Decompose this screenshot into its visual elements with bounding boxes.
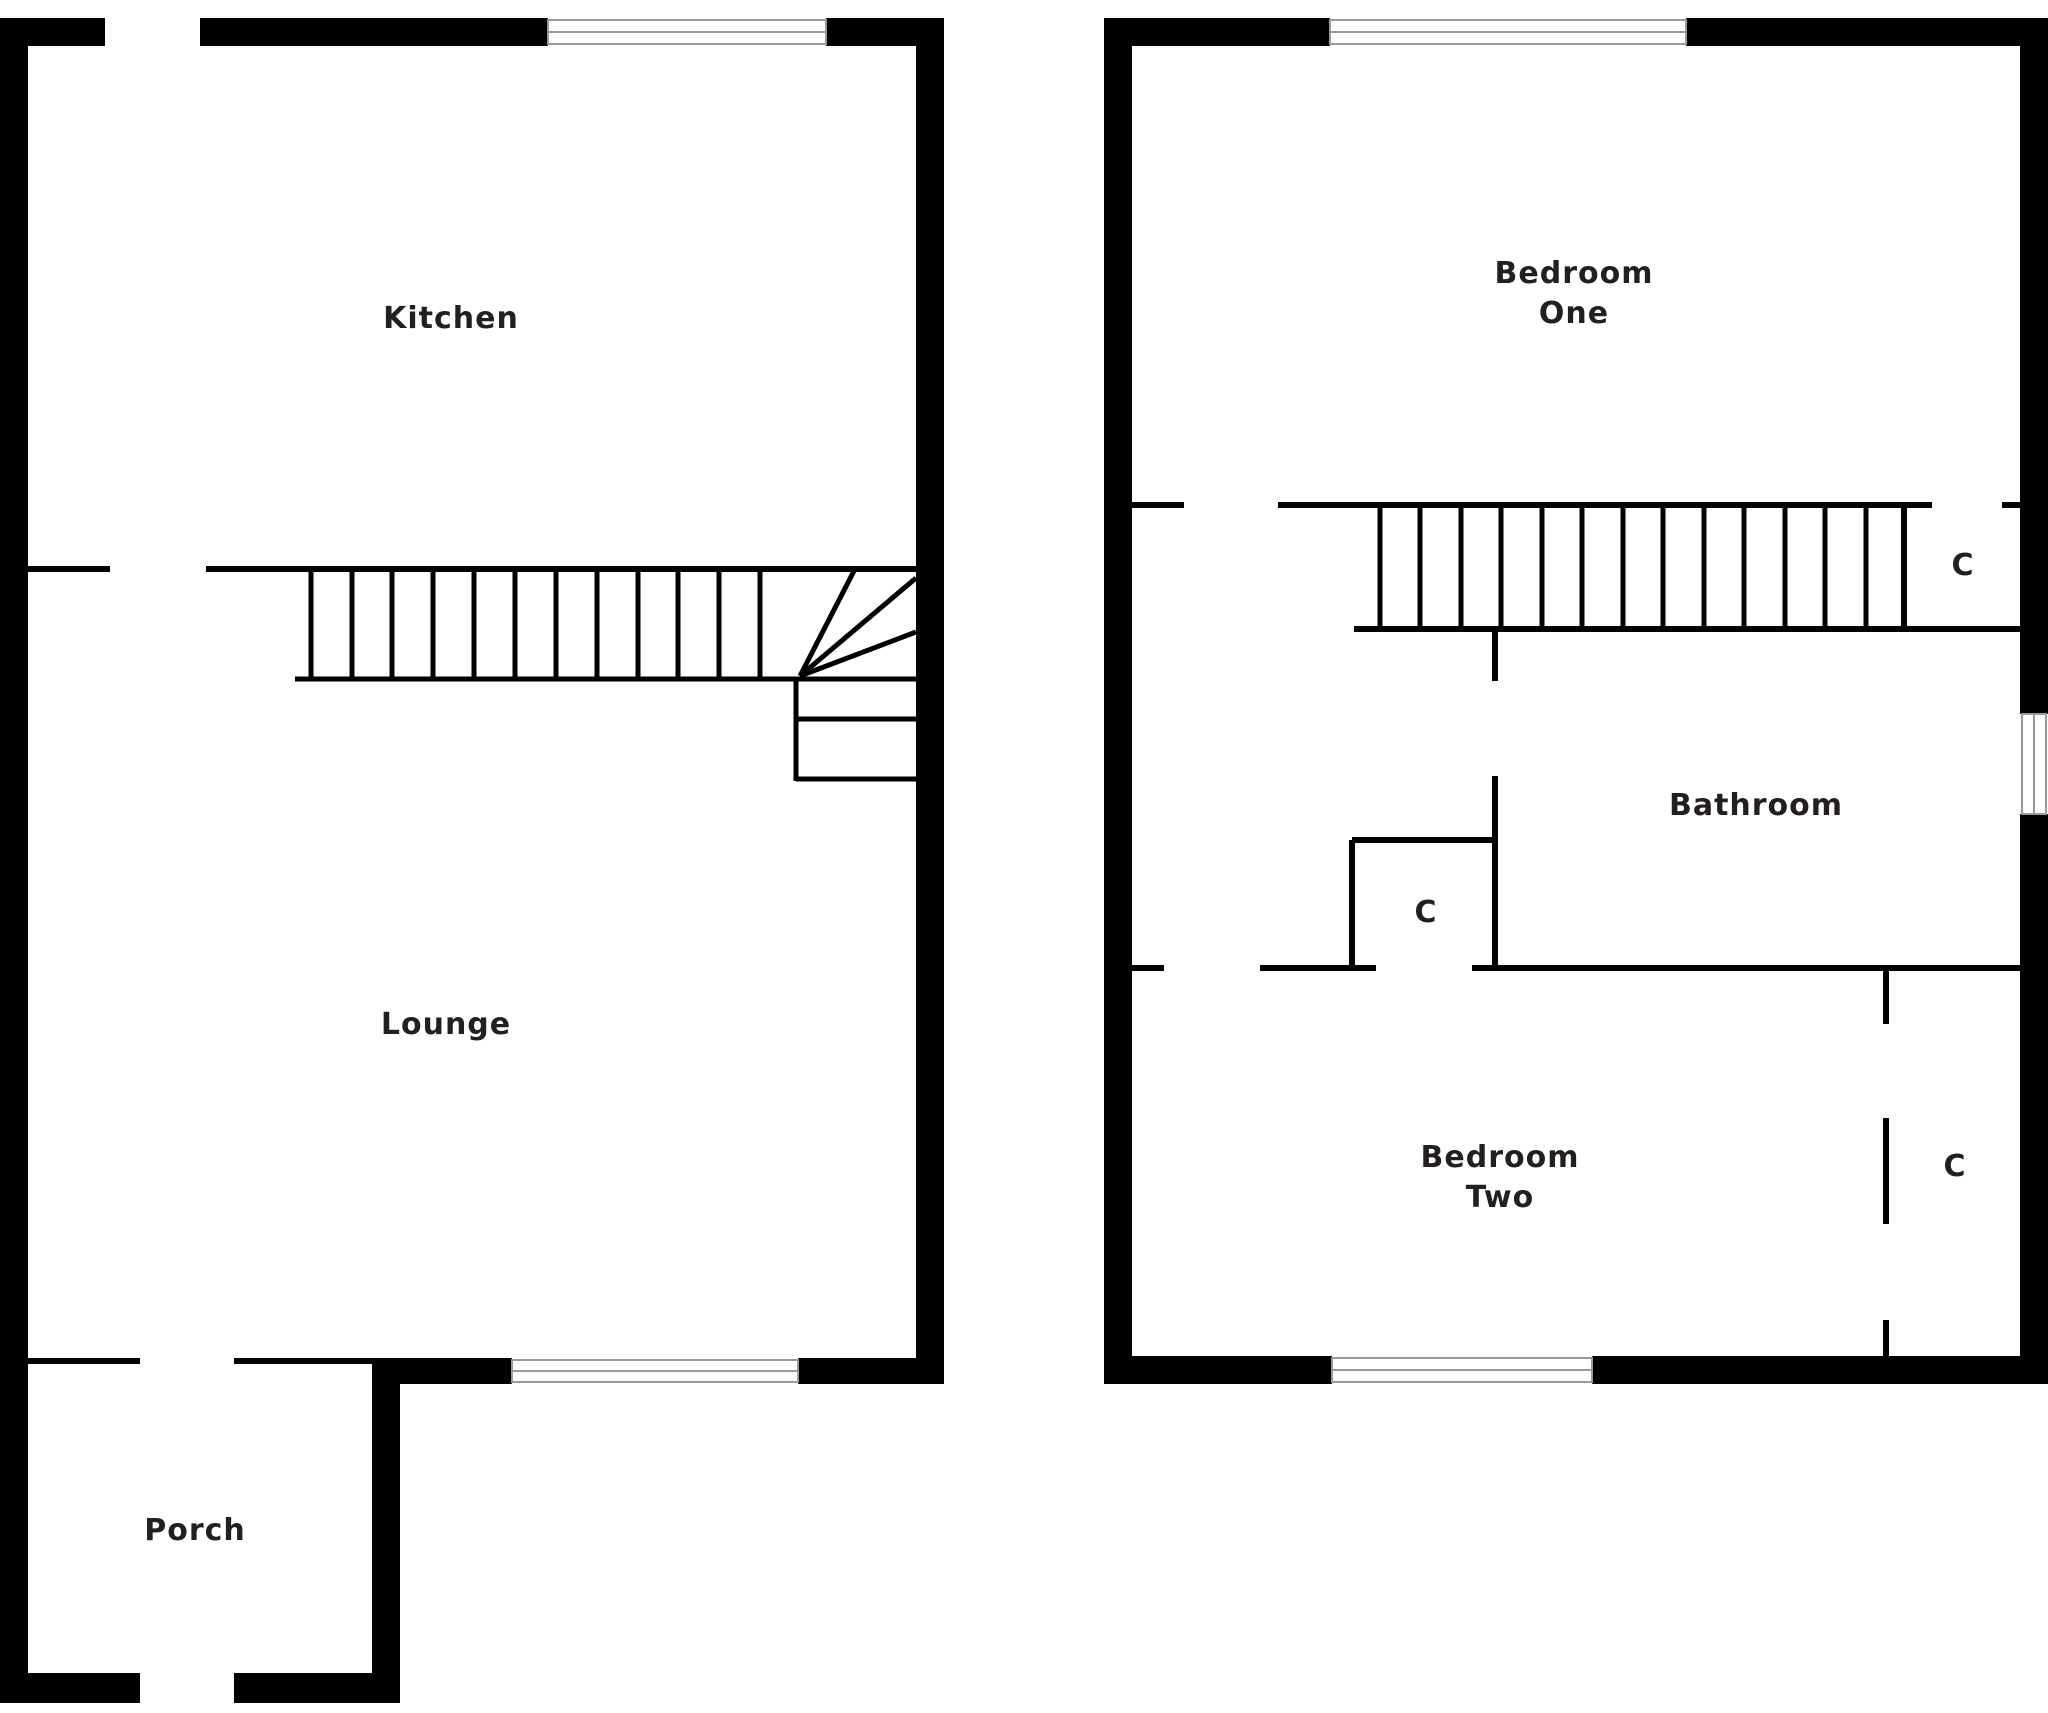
bedroom-one-label-line1: Bedroom [1495, 256, 1654, 291]
bathroom-window [2021, 713, 2047, 815]
ground-floor-interior-walls [28, 566, 916, 1364]
first-floor-interior-walls [1132, 502, 2020, 1356]
bathroom-label: Bathroom [1669, 788, 1843, 823]
kitchen-label: Kitchen [383, 301, 519, 336]
bedroom-two-label-line2: Two [1466, 1180, 1535, 1215]
bedroom-two-label-line1: Bedroom [1421, 1140, 1580, 1175]
lounge-label: Lounge [381, 1007, 511, 1042]
ground-floor-labels: Kitchen Lounge Porch [144, 301, 519, 1548]
ground-floor-plan: Kitchen Lounge Porch [0, 18, 944, 1703]
kitchen-window [547, 19, 827, 45]
bedroom-one-label-line2: One [1539, 296, 1609, 331]
first-floor-labels: Bedroom One Bathroom Bedroom Two C C C [1414, 256, 1974, 1215]
lounge-window [511, 1359, 799, 1383]
cupboard-landing-label: C [1951, 548, 1974, 583]
ground-floor-exterior-walls [0, 18, 944, 1703]
cupboard-bedroom-two-label: C [1943, 1149, 1966, 1184]
cupboard-hall-label: C [1414, 895, 1437, 930]
first-floor-staircase [1377, 505, 1869, 629]
bedroom-one-window [1329, 19, 1687, 45]
first-floor-windows [1329, 19, 2047, 1383]
porch-label: Porch [144, 1513, 246, 1548]
bedroom-two-window [1331, 1357, 1593, 1383]
first-floor-plan: Bedroom One Bathroom Bedroom Two C C C [1104, 18, 2048, 1384]
first-floor-exterior-walls [1104, 18, 2048, 1384]
ground-floor-windows [511, 19, 827, 1383]
ground-floor-staircase [295, 567, 918, 782]
